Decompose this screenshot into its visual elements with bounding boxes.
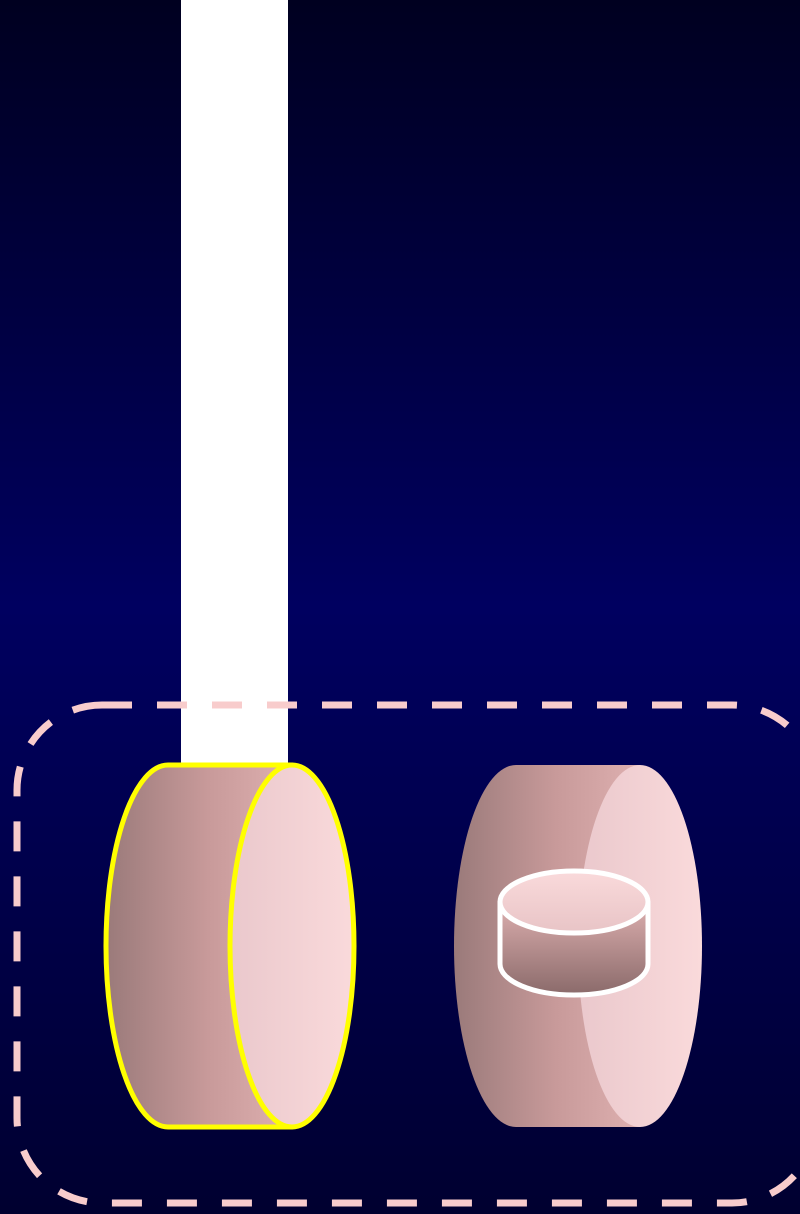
- disk-left[interactable]: [106, 765, 354, 1127]
- database-icon: [500, 871, 648, 995]
- disk-left-face: [230, 765, 354, 1127]
- light-beam: [181, 0, 288, 800]
- disk-right[interactable]: [454, 765, 702, 1127]
